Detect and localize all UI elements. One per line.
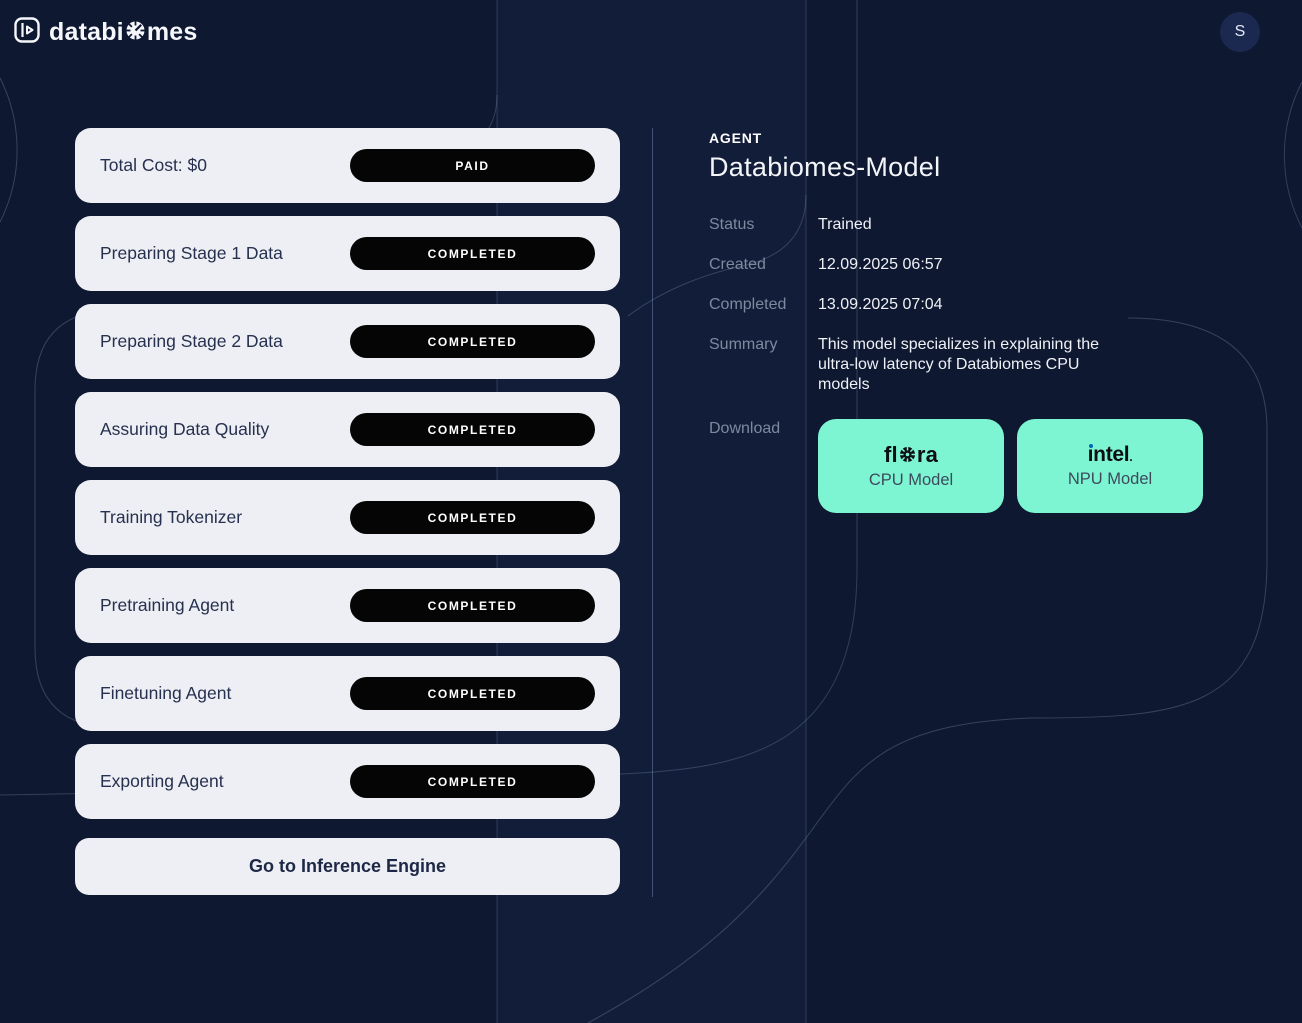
completed-value: 13.09.2025 07:04 bbox=[818, 296, 943, 313]
sidebar-toggle-icon bbox=[14, 17, 40, 48]
status-badge: COMPLETED bbox=[350, 765, 595, 798]
task-label: Preparing Stage 1 Data bbox=[100, 243, 283, 263]
status-value: Trained bbox=[818, 216, 872, 233]
status-badge: PAID bbox=[350, 149, 595, 182]
task-label: Preparing Stage 2 Data bbox=[100, 331, 283, 351]
task-card-pretraining: Pretraining Agent COMPLETED bbox=[75, 568, 620, 643]
created-label: Created bbox=[709, 256, 766, 273]
task-label: Training Tokenizer bbox=[100, 507, 243, 527]
agent-title: Databiomes-Model bbox=[709, 152, 941, 182]
avatar-initial: S bbox=[1234, 23, 1246, 40]
npu-model-label: NPU Model bbox=[1067, 470, 1153, 488]
task-label: Pretraining Agent bbox=[100, 595, 235, 615]
agent-eyebrow: AGENT bbox=[709, 130, 762, 146]
task-card-stage2-data: Preparing Stage 2 Data COMPLETED bbox=[75, 304, 620, 379]
task-label: Exporting Agent bbox=[100, 771, 224, 791]
dial-o-icon bbox=[125, 19, 146, 48]
task-card-stage1-data: Preparing Stage 1 Data COMPLETED bbox=[75, 216, 620, 291]
flora-logo: fl bbox=[883, 442, 939, 469]
summary-row: Summary This model specializes in explai… bbox=[709, 335, 1229, 395]
status-row: Status Trained bbox=[709, 215, 1229, 235]
status-badge: COMPLETED bbox=[350, 677, 595, 710]
status-badge: COMPLETED bbox=[350, 325, 595, 358]
task-card-exporting: Exporting Agent COMPLETED bbox=[75, 744, 620, 819]
task-card-total-cost: Total Cost: $0 PAID bbox=[75, 128, 620, 203]
status-badge: COMPLETED bbox=[350, 237, 595, 270]
vertical-divider bbox=[652, 128, 653, 897]
intel-blue-dot bbox=[1088, 444, 1093, 448]
brand-wordmark: databi mes bbox=[49, 18, 198, 48]
task-card-tokenizer: Training Tokenizer COMPLETED bbox=[75, 480, 620, 555]
flora-gear-icon bbox=[899, 443, 916, 469]
status-badge: COMPLETED bbox=[350, 589, 595, 622]
brand-logo[interactable]: databi mes bbox=[14, 17, 197, 48]
task-card-finetuning: Finetuning Agent COMPLETED bbox=[75, 656, 620, 731]
download-row: Download fl bbox=[709, 419, 1229, 513]
download-label: Download bbox=[709, 420, 781, 437]
pipeline-column: Total Cost: $0 PAID Preparing Stage 1 Da… bbox=[75, 128, 620, 895]
task-label: Total Cost: $0 bbox=[100, 155, 207, 175]
summary-label: Summary bbox=[709, 336, 778, 353]
status-label: Status bbox=[709, 216, 755, 233]
agent-detail-rows: Status Trained Created 12.09.2025 06:57 … bbox=[709, 215, 1229, 513]
task-card-data-quality: Assuring Data Quality COMPLETED bbox=[75, 392, 620, 467]
task-label: Finetuning Agent bbox=[100, 683, 232, 703]
download-cpu-model-button[interactable]: fl bbox=[818, 419, 1004, 513]
created-value: 12.09.2025 06:57 bbox=[818, 256, 943, 273]
task-label: Assuring Data Quality bbox=[100, 419, 270, 439]
inference-engine-button[interactable]: Go to Inference Engine bbox=[75, 838, 620, 895]
created-row: Created 12.09.2025 06:57 bbox=[709, 255, 1229, 275]
agent-panel: AGENT Databiomes-Model Status Trained Cr… bbox=[709, 130, 1229, 533]
download-buttons: fl bbox=[818, 419, 1203, 513]
user-avatar[interactable]: S bbox=[1220, 12, 1260, 52]
inference-engine-label: Go to Inference Engine bbox=[248, 856, 447, 876]
completed-row: Completed 13.09.2025 07:04 bbox=[709, 295, 1229, 315]
cpu-model-label: CPU Model bbox=[868, 471, 954, 489]
status-badge: COMPLETED bbox=[350, 413, 595, 446]
top-bar: databi mes S bbox=[0, 0, 1302, 64]
summary-value: This model specializes in explaining the… bbox=[818, 336, 1100, 393]
status-badge: COMPLETED bbox=[350, 501, 595, 534]
completed-label: Completed bbox=[709, 296, 787, 313]
